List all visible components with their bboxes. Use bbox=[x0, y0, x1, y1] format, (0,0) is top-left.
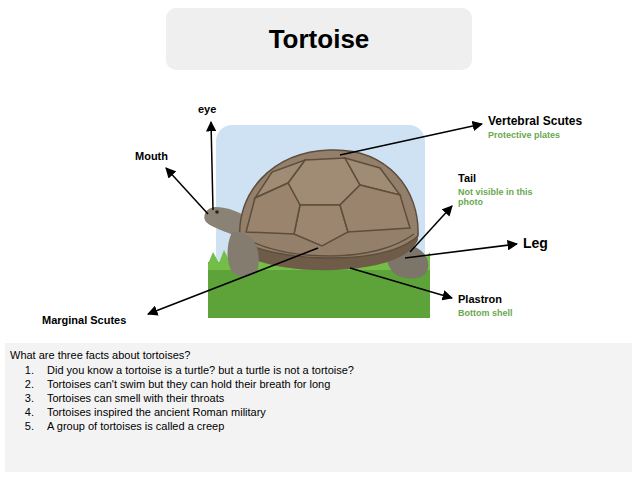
part-label: Vertebral Scutes bbox=[488, 115, 633, 129]
shell bbox=[240, 150, 418, 258]
leader-line bbox=[410, 206, 452, 252]
leader-line bbox=[166, 168, 208, 214]
list-number: 2. bbox=[10, 377, 47, 391]
costal-scute bbox=[246, 183, 300, 234]
part-note: Protective plates bbox=[488, 130, 628, 140]
part-label: Mouth bbox=[135, 150, 195, 163]
leader-line bbox=[405, 244, 517, 258]
title-panel bbox=[166, 8, 472, 70]
list-number: 5. bbox=[10, 419, 47, 433]
fact-row: 2.Tortoises can't swim but they can hold… bbox=[10, 377, 624, 391]
vertebral-scute bbox=[294, 205, 348, 246]
fact-text: Tortoises inspired the ancient Roman mil… bbox=[47, 405, 624, 419]
list-number: 4. bbox=[10, 405, 47, 419]
costal-scute bbox=[340, 185, 410, 232]
part-label: Plastron bbox=[458, 293, 558, 306]
part-note: Bottom shell bbox=[458, 308, 558, 318]
fact-text: Tortoises can't swim but they can hold t… bbox=[47, 377, 624, 391]
part-label: eye bbox=[198, 103, 238, 116]
eye-dot bbox=[215, 210, 219, 214]
part-note: Not visible in this photo bbox=[458, 187, 553, 208]
part-label: Marginal Scutes bbox=[42, 314, 142, 327]
leader-line bbox=[350, 268, 452, 298]
fact-text: A group of tortoises is called a creep bbox=[47, 419, 624, 433]
list-number: 3. bbox=[10, 391, 47, 405]
facts-panel: What are three facts about tortoises?1.D… bbox=[5, 343, 632, 472]
fact-row: 3.Tortoises can smell with their throats bbox=[10, 391, 624, 405]
fact-row: 1.Did you know a tortoise is a turtle? b… bbox=[10, 363, 624, 377]
part-label: Leg bbox=[523, 235, 583, 251]
marginal-scute-edge bbox=[244, 234, 414, 256]
leader-line bbox=[148, 248, 318, 314]
fact-row: 5.A group of tortoises is called a creep bbox=[10, 419, 624, 433]
fact-text: Did you know a tortoise is a turtle? but… bbox=[47, 363, 624, 377]
fact-text: Tortoises can smell with their throats bbox=[47, 391, 624, 405]
leader-line bbox=[340, 124, 482, 155]
question: What are three facts about tortoises? bbox=[10, 348, 624, 362]
fact-row: 4.Tortoises inspired the ancient Roman m… bbox=[10, 405, 624, 419]
part-label: Tail bbox=[458, 172, 518, 185]
leader-line bbox=[211, 122, 213, 210]
list-number: 1. bbox=[10, 363, 47, 377]
title: Tortoise bbox=[166, 8, 472, 70]
front-leg bbox=[228, 232, 259, 277]
